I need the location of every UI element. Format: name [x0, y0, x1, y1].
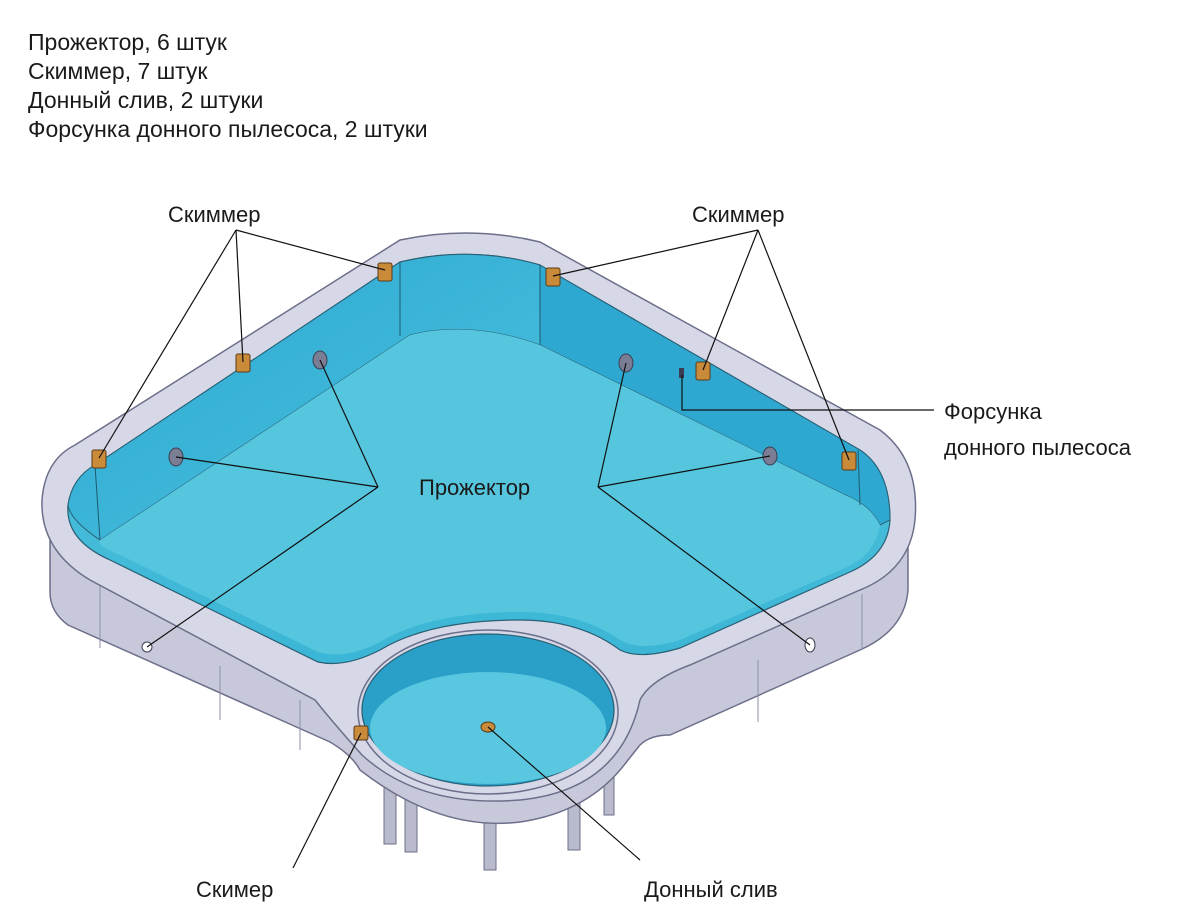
legend-item-bottom-drains: Донный слив, 2 штуки [28, 87, 264, 113]
spotlights [141, 350, 816, 653]
legend-item-skimmers: Скиммер, 7 штук [28, 58, 208, 84]
skimmer-icon [545, 267, 561, 287]
skimmer-icon [91, 449, 107, 469]
round-pool [357, 629, 619, 795]
legend-item-vacuum-nozzles: Форсунка донного пылесоса, 2 штуки [28, 116, 428, 142]
legend-item-spotlights: Прожектор, 6 штук [28, 29, 227, 55]
label-spotlight: Прожектор [419, 475, 530, 500]
leader-lines [98, 229, 934, 869]
label-skimmer-left: Скиммер [168, 202, 261, 227]
support-legs [383, 774, 615, 871]
skimmer-icon [841, 451, 857, 471]
label-vacuum-nozzle-line2: донного пылесоса [944, 435, 1132, 460]
wall-seams [94, 262, 861, 541]
pool-floor [99, 329, 880, 655]
label-bottom-drain: Донный слив [644, 877, 778, 902]
panel-seams [99, 582, 863, 750]
vacuum-nozzle-icon [679, 368, 684, 378]
label-skimmer-bottom: Скимер [196, 877, 273, 902]
label-vacuum-nozzle-line1: Форсунка [944, 399, 1042, 424]
skimmers [91, 262, 857, 741]
label-skimmer-right: Скиммер [692, 202, 785, 227]
skimmer-icon [377, 262, 393, 282]
legend: Прожектор, 6 штук Скиммер, 7 штук Донный… [28, 28, 428, 144]
skimmer-icon [695, 361, 711, 381]
